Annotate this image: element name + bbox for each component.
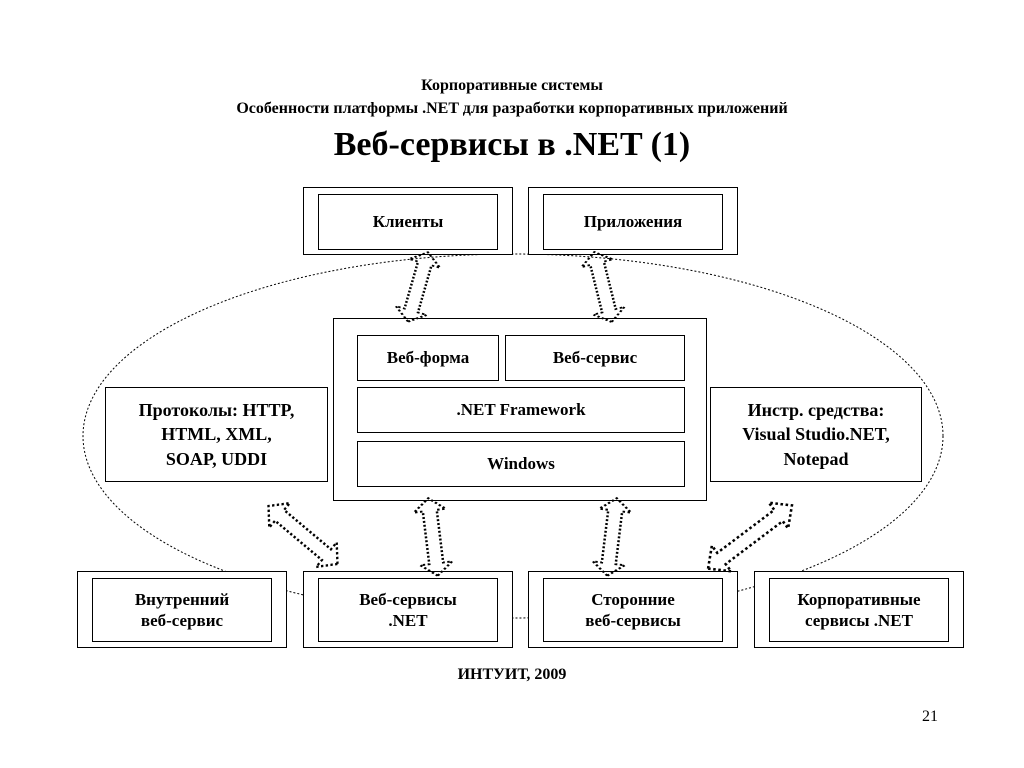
- webservice-box: Веб-сервис: [505, 335, 685, 381]
- arrow-third-party-services: [590, 495, 634, 579]
- corporate-services-label: Корпоративные сервисы .NET: [769, 578, 949, 642]
- protocols-box: Протоколы: HTTP, HTML, XML, SOAP, UDDI: [105, 387, 328, 482]
- arrow-net-webservices: [411, 495, 455, 579]
- net-webservices-label: Веб-сервисы .NET: [318, 578, 498, 642]
- footer-credit: ИНТУИТ, 2009: [457, 666, 567, 683]
- header-subtitle-platform: Особенности платформы .NET для разработк…: [236, 100, 788, 117]
- platform-box: Веб-форма Веб-сервис .NET Framework Wind…: [333, 318, 707, 501]
- arrow-clients-platform: [391, 246, 445, 328]
- third-party-services-box: Сторонние веб-сервисы: [528, 571, 738, 648]
- clients-box: Клиенты: [303, 187, 513, 255]
- net-webservices-box: Веб-сервисы .NET: [303, 571, 513, 648]
- applications-box: Приложения: [528, 187, 738, 255]
- arrow-corporate-services: [697, 491, 803, 583]
- tools-box: Инстр. средства: Visual Studio.NET, Note…: [710, 387, 922, 482]
- third-party-services-label: Сторонние веб-сервисы: [543, 578, 723, 642]
- net-framework-box: .NET Framework: [357, 387, 685, 433]
- applications-label: Приложения: [543, 194, 723, 250]
- header-subtitle-systems: Корпоративные системы: [421, 77, 603, 94]
- clients-label: Клиенты: [318, 194, 498, 250]
- windows-box: Windows: [357, 441, 685, 487]
- slide-title: Веб-сервисы в .NET (1): [333, 126, 691, 163]
- page-number: 21: [922, 708, 938, 725]
- internal-service-label: Внутренний веб-сервис: [92, 578, 272, 642]
- corporate-services-box: Корпоративные сервисы .NET: [754, 571, 964, 648]
- webform-box: Веб-форма: [357, 335, 499, 381]
- internal-service-box: Внутренний веб-сервис: [77, 571, 287, 648]
- arrow-applications-platform: [577, 246, 629, 328]
- arrow-internal-service: [257, 492, 349, 578]
